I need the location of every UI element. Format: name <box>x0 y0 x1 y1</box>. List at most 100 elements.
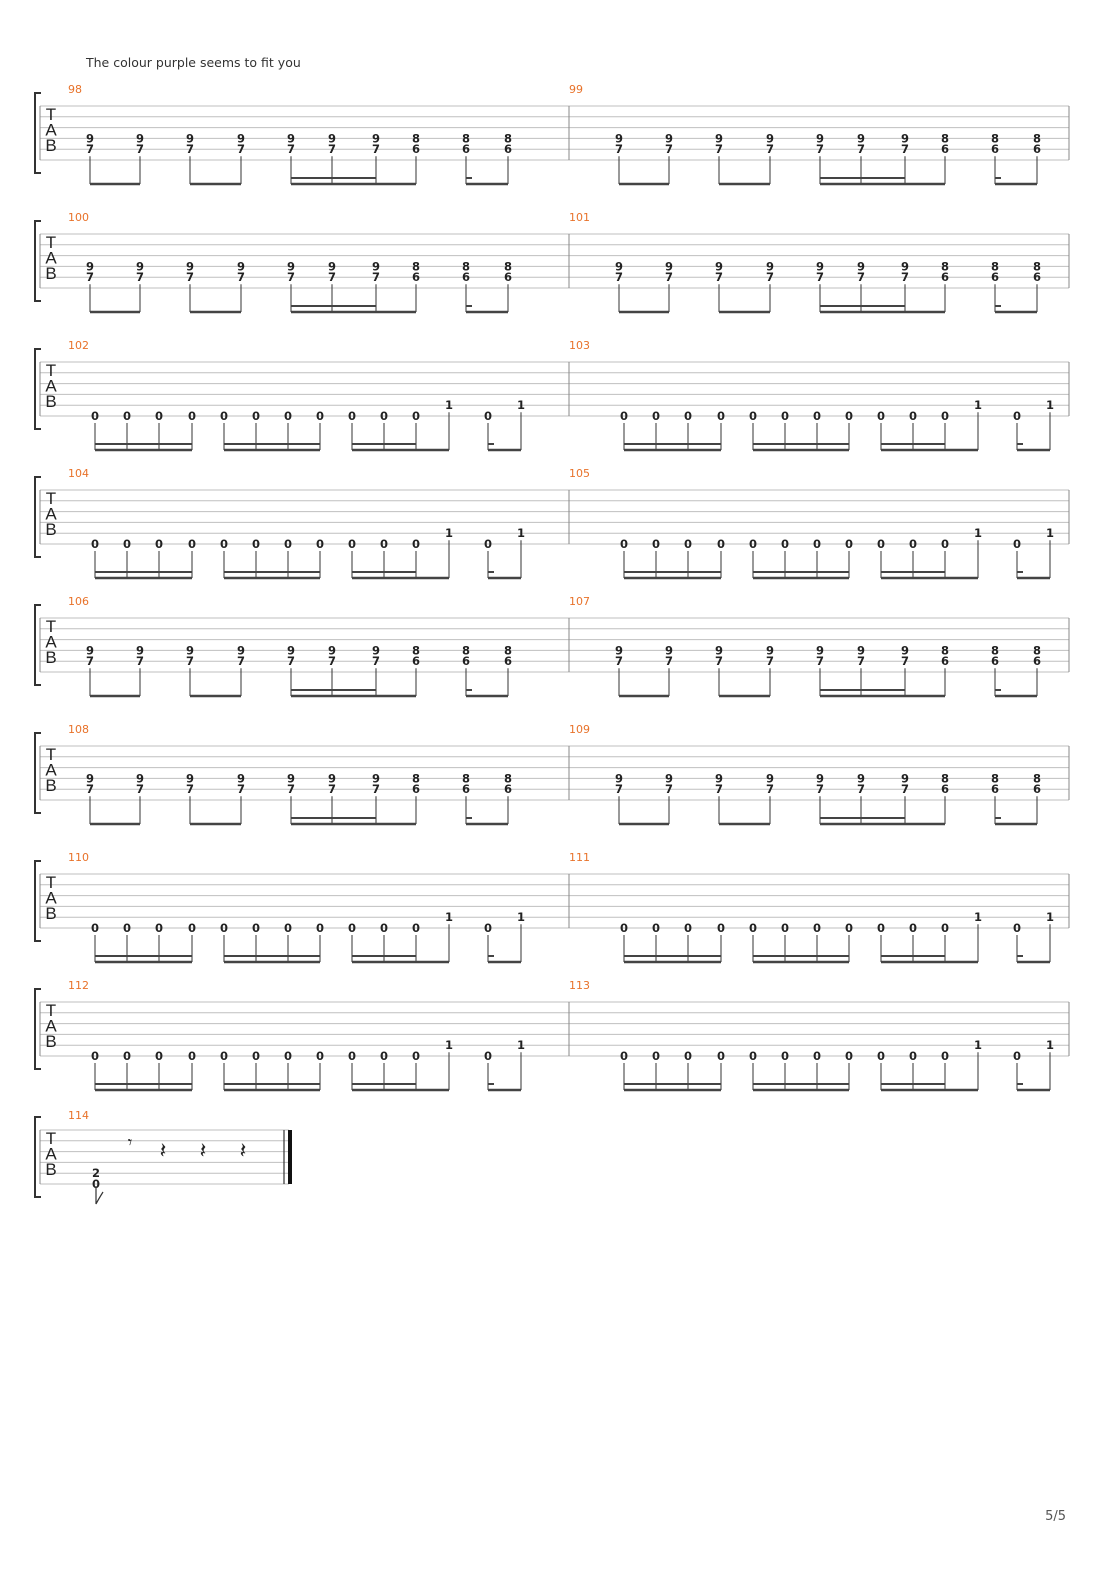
fret-number: 9 <box>186 771 194 785</box>
fret-number: 0 <box>813 1049 821 1063</box>
fret-number: 1 <box>974 526 982 540</box>
fret-number: 0 <box>845 1049 853 1063</box>
fret-number: 2 <box>92 1166 100 1180</box>
fret-number: 9 <box>136 771 144 785</box>
fret-number: 9 <box>86 131 94 145</box>
tab-clef-letter: A <box>45 377 57 396</box>
fret-number: 8 <box>1033 771 1041 785</box>
fret-number: 0 <box>813 921 821 935</box>
staff-bracket <box>34 92 41 174</box>
fret-number: 0 <box>781 537 789 551</box>
fret-number: 7 <box>237 142 245 156</box>
tab-clef-letter: A <box>45 249 57 268</box>
fret-number: 0 <box>652 1049 660 1063</box>
fret-number: 0 <box>220 537 228 551</box>
fret-number: 0 <box>348 409 356 423</box>
fret-number: 7 <box>372 270 380 284</box>
fret-number: 9 <box>901 259 909 273</box>
staff-bracket <box>34 604 41 686</box>
fret-number: 6 <box>991 270 999 284</box>
fret-number: 0 <box>412 409 420 423</box>
fret-number: 8 <box>412 771 420 785</box>
fret-number: 8 <box>462 131 470 145</box>
staff-bracket <box>34 860 41 942</box>
fret-number: 7 <box>857 270 865 284</box>
measure-number: 110 <box>68 851 89 864</box>
fret-number: 9 <box>328 259 336 273</box>
staff-bracket <box>34 476 41 558</box>
measure-number: 102 <box>68 339 89 352</box>
fret-number: 0 <box>220 409 228 423</box>
fret-number: 8 <box>1033 259 1041 273</box>
fret-number: 7 <box>901 270 909 284</box>
measure-number: 114 <box>68 1109 89 1122</box>
fret-number: 0 <box>909 921 917 935</box>
fret-number: 0 <box>909 537 917 551</box>
fret-number: 0 <box>1013 409 1021 423</box>
fret-number: 7 <box>816 782 824 796</box>
fret-number: 7 <box>901 654 909 668</box>
fret-number: 0 <box>484 921 492 935</box>
fret-number: 1 <box>974 1038 982 1052</box>
fret-number: 8 <box>412 131 420 145</box>
fret-number: 0 <box>749 921 757 935</box>
fret-number: 6 <box>504 270 512 284</box>
fret-number: 7 <box>715 270 723 284</box>
tab-clef-letter: B <box>45 520 56 539</box>
measure-number: 99 <box>569 83 583 96</box>
fret-number: 7 <box>766 270 774 284</box>
fret-number: 7 <box>287 782 295 796</box>
fret-number: 9 <box>372 771 380 785</box>
fret-number: 8 <box>412 643 420 657</box>
fret-number: 0 <box>123 537 131 551</box>
fret-number: 9 <box>766 643 774 657</box>
fret-number: 9 <box>86 771 94 785</box>
fret-number: 9 <box>86 643 94 657</box>
tab-clef-letter: T <box>46 105 56 124</box>
fret-number: 7 <box>857 142 865 156</box>
measure-number: 109 <box>569 723 590 736</box>
fret-number: 0 <box>620 537 628 551</box>
fret-number: 0 <box>484 409 492 423</box>
fret-number: 7 <box>186 270 194 284</box>
tab-clef-letter: T <box>46 1129 56 1148</box>
fret-number: 9 <box>901 771 909 785</box>
fret-number: 7 <box>816 142 824 156</box>
fret-number: 7 <box>186 142 194 156</box>
fret-number: 6 <box>504 142 512 156</box>
fret-number: 0 <box>316 409 324 423</box>
fret-number: 7 <box>665 142 673 156</box>
fret-number: 0 <box>781 921 789 935</box>
fret-number: 9 <box>136 131 144 145</box>
fret-number: 0 <box>941 1049 949 1063</box>
tab-clef-letter: T <box>46 361 56 380</box>
fret-number: 9 <box>372 259 380 273</box>
fret-number: 7 <box>901 782 909 796</box>
fret-number: 9 <box>186 259 194 273</box>
fret-number: 7 <box>615 270 623 284</box>
fret-number: 0 <box>155 921 163 935</box>
quarter-rest: 𝄽 <box>160 1139 167 1164</box>
tab-clef-letter: A <box>45 1017 57 1036</box>
fret-number: 0 <box>252 921 260 935</box>
fret-number: 6 <box>941 270 949 284</box>
fret-number: 0 <box>845 409 853 423</box>
fret-number: 0 <box>91 921 99 935</box>
fret-number: 9 <box>287 131 295 145</box>
fret-number: 0 <box>188 921 196 935</box>
fret-number: 0 <box>284 921 292 935</box>
tab-clef-letter: B <box>45 776 56 795</box>
fret-number: 6 <box>412 142 420 156</box>
fret-number: 9 <box>816 643 824 657</box>
fret-number: 7 <box>287 142 295 156</box>
fret-number: 7 <box>136 270 144 284</box>
fret-number: 7 <box>86 654 94 668</box>
fret-number: 1 <box>517 910 525 924</box>
fret-number: 7 <box>86 782 94 796</box>
fret-number: 0 <box>348 1049 356 1063</box>
fret-number: 7 <box>715 782 723 796</box>
fret-number: 0 <box>652 537 660 551</box>
fret-number: 9 <box>615 131 623 145</box>
fret-number: 0 <box>284 1049 292 1063</box>
tab-clef-letter: B <box>45 392 56 411</box>
